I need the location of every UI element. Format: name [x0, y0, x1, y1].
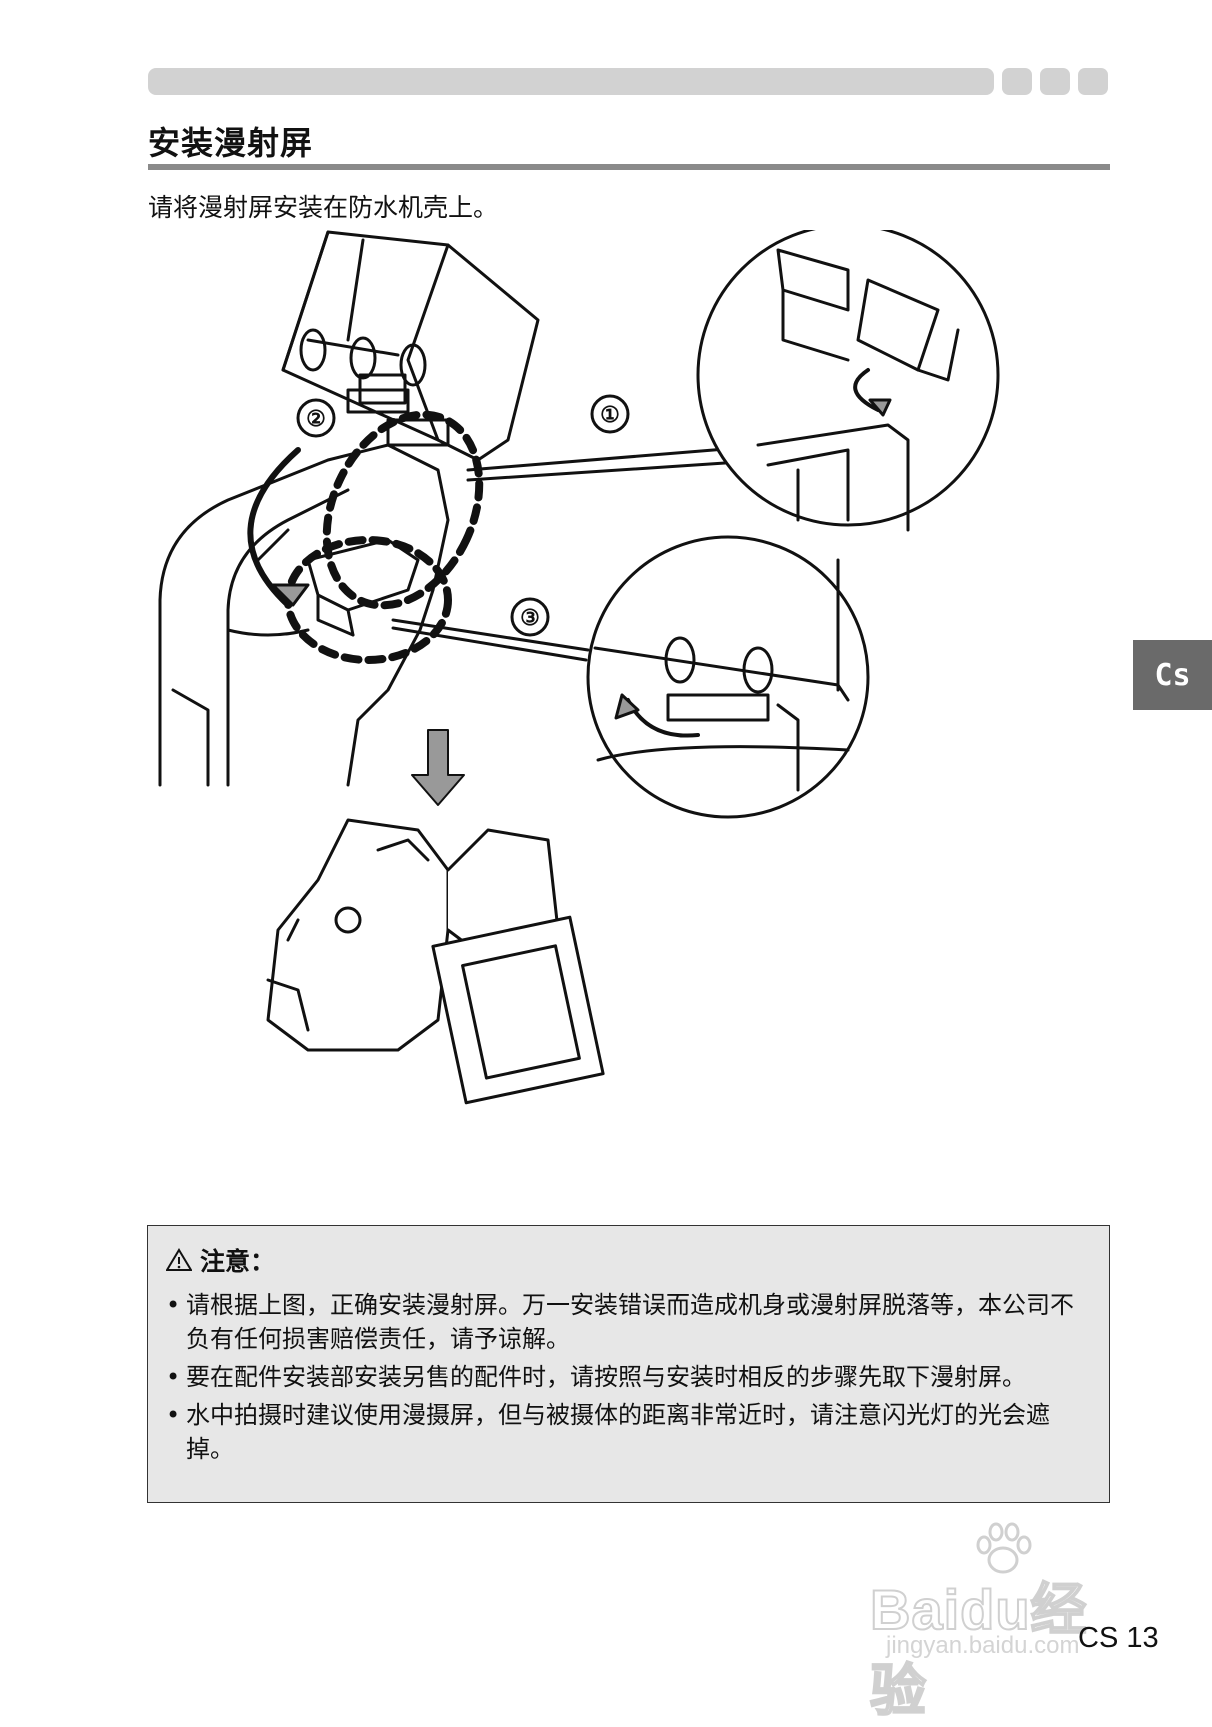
assembled-housing [266, 818, 605, 1105]
caution-item: 请根据上图，正确安装漫射屏。万一安装错误而造成机身或漫射屏脱落等，本公司不负有任… [166, 1288, 1085, 1356]
caution-item: 水中拍摄时建议使用漫摄屏，但与被摄体的距离非常近时，请注意闪光灯的光会遮掉。 [166, 1398, 1085, 1466]
diffuser-box [281, 230, 540, 462]
diffuser-installation-illustration: ② ① ③ [158, 230, 1000, 1105]
paw-logo-icon [976, 1522, 1032, 1574]
warning-triangle-icon [166, 1248, 192, 1271]
page-number: CS 13 [1078, 1622, 1159, 1654]
section-tab: Cs [1133, 640, 1212, 710]
intro-text: 请将漫射屏安装在防水机壳上。 [148, 193, 499, 222]
step-label-1: ① [600, 402, 620, 427]
page-title: 安装漫射屏 [148, 124, 314, 162]
header-block [1078, 68, 1108, 95]
detail-view-1 [756, 248, 960, 532]
detail-view-2 [593, 558, 850, 792]
caution-list: 请根据上图，正确安装漫射屏。万一安装错误而造成机身或漫射屏脱落等，本公司不负有任… [166, 1288, 1085, 1466]
step-label-2: ② [306, 406, 326, 431]
header-block [1002, 68, 1032, 95]
title-divider [148, 164, 1110, 170]
step-label-3: ③ [520, 605, 540, 630]
caution-box: 注意： 请根据上图，正确安装漫射屏。万一安装错误而造成机身或漫射屏脱落等，本公司… [147, 1225, 1110, 1503]
caution-item: 要在配件安装部安装另售的配件时，请按照与安装时相反的步骤先取下漫射屏。 [166, 1360, 1085, 1394]
header-block [1040, 68, 1070, 95]
caution-heading: 注意： [166, 1242, 1085, 1278]
caution-heading-text: 注意： [200, 1247, 276, 1276]
header-bar [148, 68, 994, 95]
watermark-url: jingyan.baidu.com [886, 1632, 1080, 1659]
housing-body [158, 443, 450, 787]
